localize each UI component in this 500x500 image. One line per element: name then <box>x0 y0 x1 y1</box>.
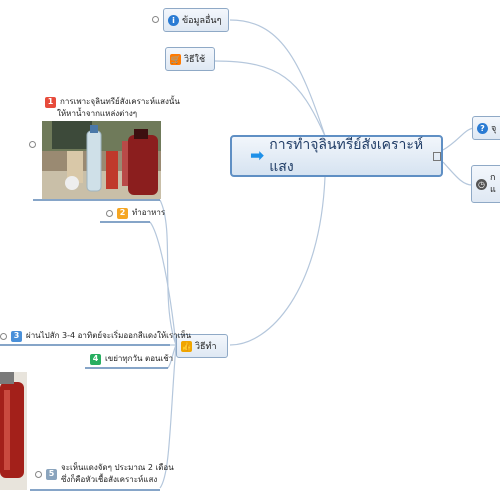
central-topic[interactable]: ➡ การทำจุลินทรีย์สังเคราะห์แสง <box>230 135 443 177</box>
step-3[interactable]: 3 ผ่านไปสัก 3-4 อาทิตย์จะเริ่มออกสีแดงให… <box>0 330 191 342</box>
collapse-toggle[interactable] <box>35 470 42 478</box>
link-usage <box>214 60 326 137</box>
info-icon: i <box>168 14 179 26</box>
step-5-number-badge: 5 <box>46 468 57 480</box>
collapse-toggle[interactable] <box>106 209 113 217</box>
arrow-right-icon: ➡ <box>250 145 265 166</box>
step-2-label: ทำอาหาร <box>132 208 166 217</box>
link-step4 <box>167 344 177 369</box>
branch-method-label: วิธีทำ <box>195 342 217 352</box>
branch-other-info[interactable]: i ข้อมูลอื่นๆ <box>163 8 229 32</box>
bottles-photo <box>42 121 161 199</box>
red-liquid-photo <box>0 372 27 490</box>
branch-right-top-label: จุ <box>491 124 497 134</box>
link-right-top <box>442 127 476 151</box>
step-2-number-badge: 2 <box>117 207 128 219</box>
step-1-line1: การเพาะจุลินทรีย์สังเคราะห์แสงนั้น <box>60 97 180 106</box>
link-step5 <box>159 344 177 489</box>
branch-other-info-label: ข้อมูลอื่นๆ <box>182 16 222 26</box>
link-right-bottom <box>442 161 473 186</box>
step-3-number-badge: 3 <box>11 330 22 342</box>
collapse-toggle[interactable] <box>152 16 159 23</box>
step-4-number-badge: 4 <box>90 353 101 365</box>
step-1-number-badge: 1 <box>45 96 56 108</box>
branch-right-bottom-line2: แ <box>490 185 496 195</box>
branch-right-bottom[interactable]: ◷ ก แ <box>471 165 500 203</box>
step-5[interactable]: 5 จะเห็นแดงจัดๆ ประมาณ 2 เดือน ซึ่งก็คือ… <box>35 462 174 486</box>
step-1[interactable]: 1 การเพาะจุลินทรีย์สังเคราะห์แสงนั้น ให้… <box>45 96 180 120</box>
step-3-label: ผ่านไปสัก 3-4 อาทิตย์จะเริ่มออกสีแดงให้เ… <box>26 331 192 340</box>
collapse-toggle[interactable] <box>29 141 36 148</box>
thumbs-up-icon: 👍 <box>181 340 192 352</box>
collapse-toggle[interactable] <box>0 332 7 340</box>
branch-right-top[interactable]: ? จุ <box>472 116 500 140</box>
link-method <box>229 176 326 346</box>
branch-usage[interactable]: 🛒 วิธีใช้ <box>165 47 215 71</box>
step-5-line2: ซึ่งก็คือหัวเชื้อสังเคราะห์แสง <box>61 475 158 484</box>
step-4-label: เขย่าทุกวัน ตอนเช้า <box>105 354 174 363</box>
cart-icon: 🛒 <box>170 53 181 65</box>
link-other-info <box>229 19 326 137</box>
step-1-line2: ให้หาน้ำจากแหล่งต่างๆ <box>57 109 138 118</box>
step-5-line1: จะเห็นแดงจัดๆ ประมาณ 2 เดือน <box>61 463 174 472</box>
link-step1 <box>159 199 177 346</box>
step-2[interactable]: 2 ทำอาหาร <box>106 207 165 219</box>
notes-icon <box>432 151 441 161</box>
question-icon: ? <box>477 122 488 134</box>
branch-usage-label: วิธีใช้ <box>184 55 206 65</box>
branch-right-bottom-line1: ก <box>490 173 496 183</box>
clock-icon: ◷ <box>476 178 487 190</box>
step-4[interactable]: 4 เขย่าทุกวัน ตอนเช้า <box>90 353 173 365</box>
branch-method[interactable]: 👍 วิธีทำ <box>176 334 228 358</box>
link-step2 <box>149 221 177 346</box>
central-topic-label: การทำจุลินทรีย์สังเคราะห์แสง <box>269 137 424 175</box>
